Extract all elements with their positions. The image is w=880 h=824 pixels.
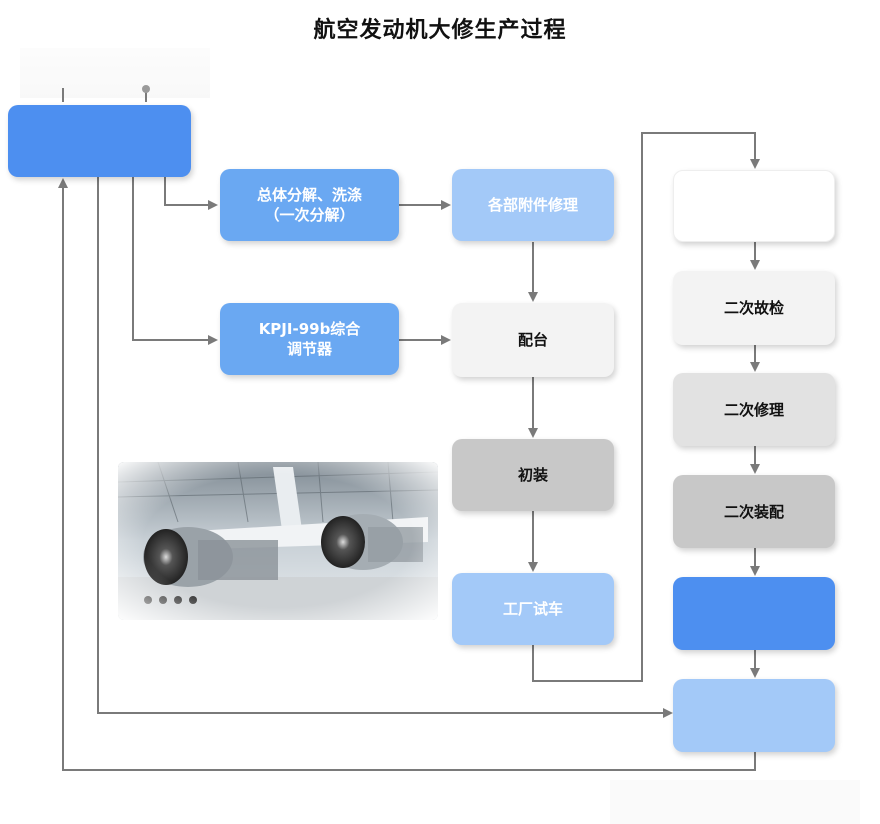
second-assembly-label: 二次装配 bbox=[723, 502, 784, 521]
faded-background bbox=[20, 48, 210, 98]
factory-test-node: 工厂试车 bbox=[452, 573, 614, 645]
arrow-start-to-kpji bbox=[132, 177, 218, 345]
second-inspection-node: 二次故检 bbox=[673, 271, 835, 345]
tick-dot bbox=[142, 85, 150, 93]
right-top-node bbox=[673, 170, 835, 242]
initial-assembly-label: 初装 bbox=[517, 466, 548, 484]
engine-hangar-photo bbox=[118, 462, 438, 620]
arrow-start-to-final bbox=[97, 177, 673, 718]
start-node bbox=[8, 105, 191, 177]
factory-test-label: 工厂试车 bbox=[502, 600, 563, 618]
arrow-start-to-disassembly bbox=[164, 177, 218, 210]
faded-background bbox=[610, 780, 860, 824]
arrow-final-to-start bbox=[58, 178, 756, 771]
arrow-factory-to-righttop bbox=[532, 132, 760, 682]
second-repair-node: 二次修理 bbox=[673, 373, 835, 446]
disassembly-node: 总体分解、洗涤 （一次分解） bbox=[220, 169, 399, 241]
second-repair-label: 二次修理 bbox=[723, 400, 784, 419]
disassembly-label: 总体分解、洗涤 （一次分解） bbox=[256, 186, 362, 224]
accessory-repair-label: 各部附件修理 bbox=[487, 196, 578, 214]
accessory-repair-node: 各部附件修理 bbox=[452, 169, 614, 241]
right-final-node bbox=[673, 679, 835, 752]
kpji-node: KPJI-99b综合 调节器 bbox=[220, 303, 399, 375]
second-inspection-label: 二次故检 bbox=[723, 299, 784, 317]
right-blue-node bbox=[673, 577, 835, 650]
diagram-title: 航空发动机大修生产过程 bbox=[313, 18, 567, 43]
kpji-label: KPJI-99b综合 调节器 bbox=[258, 320, 361, 358]
matching-label: 配台 bbox=[517, 331, 548, 349]
initial-assembly-node: 初装 bbox=[452, 439, 614, 511]
second-assembly-node: 二次装配 bbox=[673, 475, 835, 548]
matching-node: 配台 bbox=[452, 303, 614, 377]
